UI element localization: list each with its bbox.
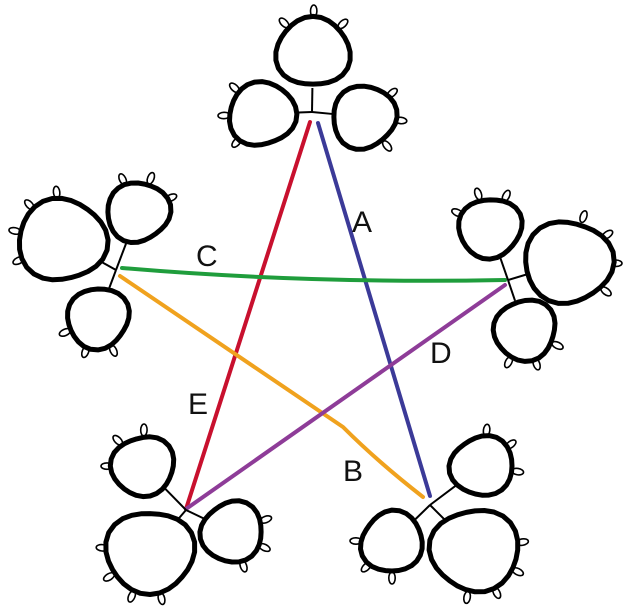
ring-outline <box>108 183 171 243</box>
ring-outline <box>200 501 261 562</box>
tatted-ring <box>350 510 422 584</box>
tatted-ring <box>101 424 174 497</box>
label-b: B <box>343 455 363 488</box>
tatted-ring <box>451 187 522 259</box>
thread-line-a <box>318 123 430 496</box>
motif-bottom-left <box>96 424 273 605</box>
picot <box>141 424 148 436</box>
ring-outline <box>106 514 195 595</box>
motif-left <box>8 172 177 359</box>
tatted-ring <box>493 300 564 371</box>
ring-bridge <box>414 505 430 520</box>
ring-outline <box>68 289 130 350</box>
tatted-ring <box>200 501 273 573</box>
tatted-ring <box>96 514 195 606</box>
tatted-ring <box>334 86 407 152</box>
motif-bottom-right <box>350 424 529 604</box>
ring-bridge <box>116 241 127 270</box>
ring-outline <box>276 16 350 84</box>
tatted-ring <box>58 289 129 358</box>
ring-outline <box>449 436 512 496</box>
ring-bridge <box>186 510 204 519</box>
star-threads <box>120 122 505 509</box>
ring-bridge <box>430 485 457 505</box>
picot <box>579 210 589 223</box>
thread-line-e <box>186 122 310 509</box>
tatted-ring <box>526 210 622 304</box>
label-d: D <box>430 337 452 370</box>
ring-outline <box>230 82 297 146</box>
tatted-ring <box>429 511 529 604</box>
ring-motifs <box>8 5 622 605</box>
ring-outline <box>493 300 555 361</box>
motif-top <box>218 5 407 153</box>
tatted-ring <box>449 424 524 495</box>
ring-bridge <box>508 274 527 280</box>
picot <box>389 572 395 584</box>
tatted-ring <box>8 186 108 280</box>
ring-bridge <box>165 488 186 510</box>
ring-bridge <box>109 270 116 289</box>
ring-outline <box>334 86 397 149</box>
ring-outline <box>459 200 522 259</box>
tatted-ring <box>276 5 350 84</box>
label-e: E <box>188 388 208 421</box>
tatted-ring <box>108 172 178 243</box>
label-a: A <box>352 206 372 239</box>
ring-outline <box>20 198 109 279</box>
ring-bridge <box>430 505 445 520</box>
ring-outline <box>110 437 173 497</box>
label-c: C <box>196 240 218 273</box>
ring-outline <box>429 511 518 592</box>
thread-line-c <box>122 268 505 281</box>
ring-bridge <box>312 112 332 114</box>
ring-bridge <box>500 257 508 280</box>
tatted-ring <box>218 81 297 149</box>
ring-bridge <box>508 280 515 301</box>
ring-outline <box>361 510 423 571</box>
